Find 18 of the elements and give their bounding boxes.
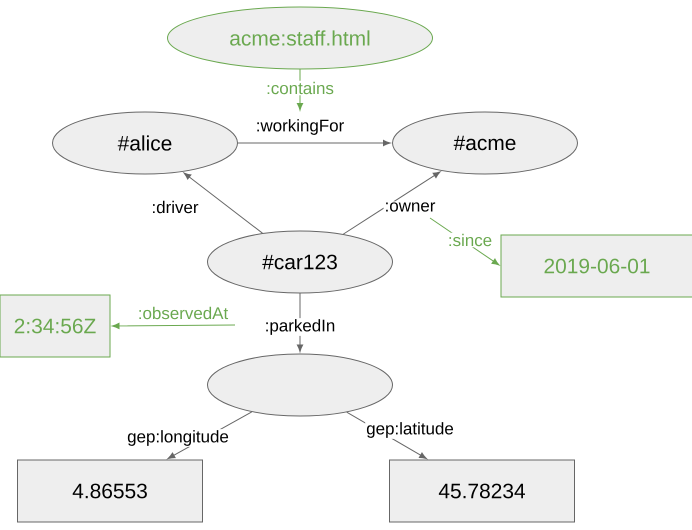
arrow bbox=[342, 171, 440, 235]
edge-label: :owner bbox=[384, 201, 436, 213]
edge-label: :observedAt bbox=[136, 306, 230, 320]
edge-label: gep:longitude bbox=[126, 429, 230, 447]
edge-label: :contains bbox=[265, 80, 335, 96]
value-box: 4.86553 bbox=[17, 460, 203, 522]
value-box: 2:34:56Z bbox=[0, 294, 110, 358]
blank-node-ellipse bbox=[207, 354, 393, 416]
value-box: 2019-06-01 bbox=[500, 234, 692, 298]
edge-label: gep:latitude bbox=[365, 421, 455, 439]
arrow bbox=[184, 172, 263, 234]
edge-label: :driver bbox=[150, 200, 200, 214]
edge-label: :parkedIn bbox=[264, 318, 336, 336]
value-box: 45.78234 bbox=[389, 460, 575, 522]
edge-label: :workingFor bbox=[254, 118, 346, 136]
edge-label: :since bbox=[446, 232, 494, 248]
arrow bbox=[238, 140, 391, 146]
arrow bbox=[112, 322, 236, 330]
